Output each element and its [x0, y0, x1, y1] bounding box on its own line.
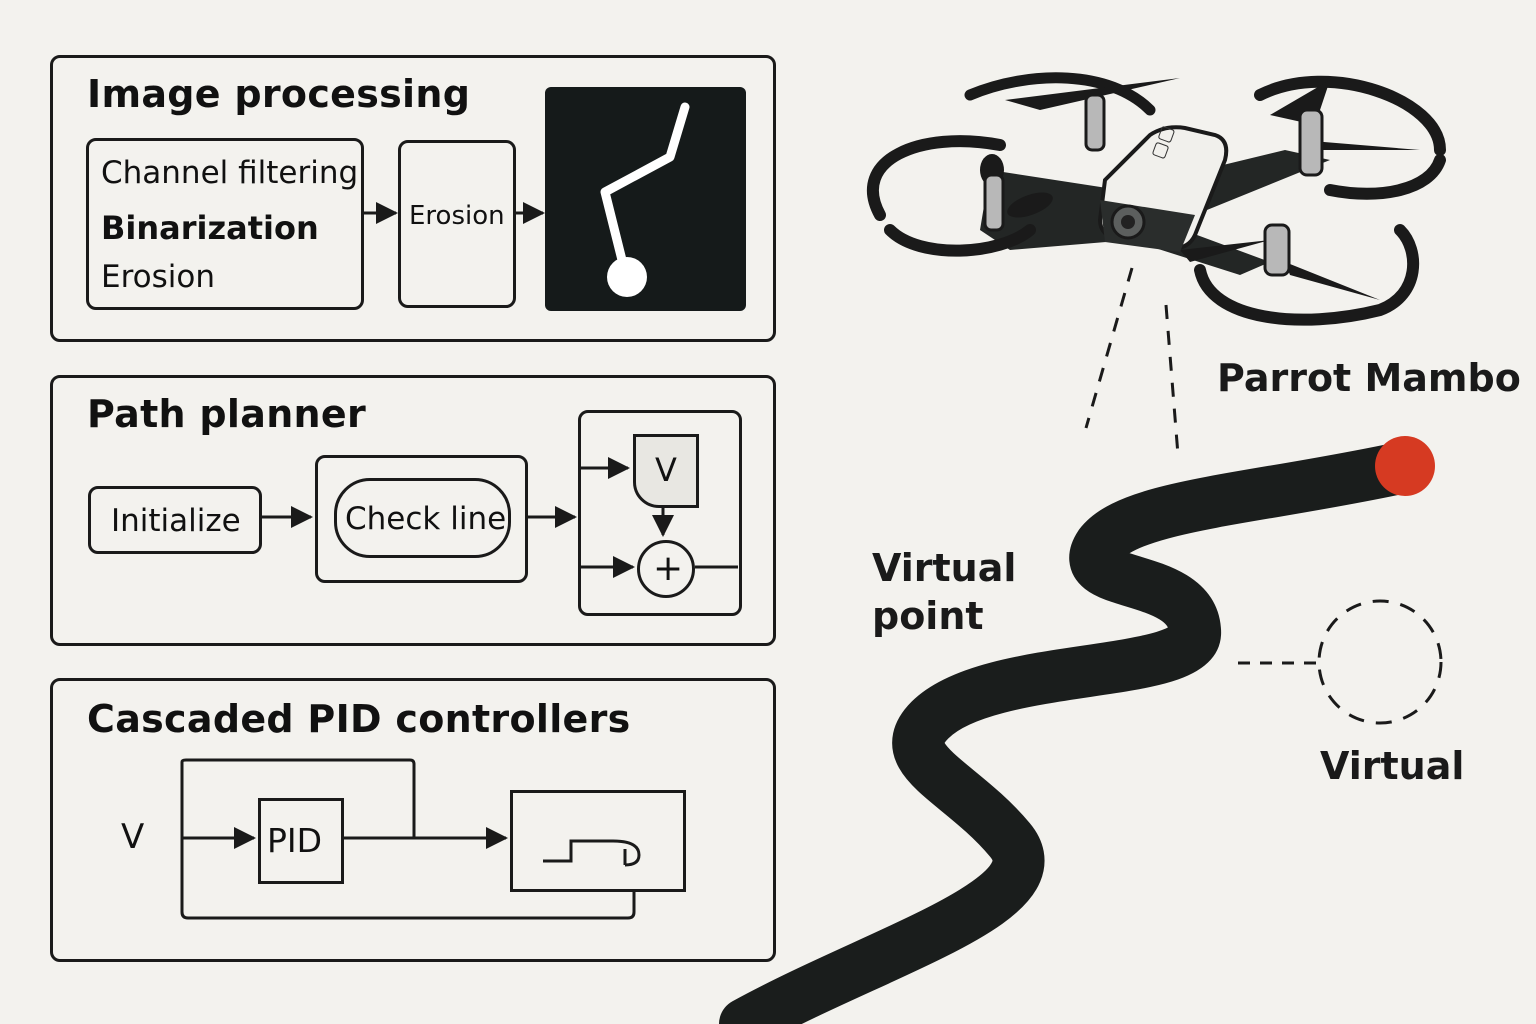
preprocessing-steps-box: Channel filtering Binarization Erosion: [86, 138, 364, 310]
check-line-label: Check line: [345, 501, 507, 537]
step-erosion: Erosion: [101, 259, 215, 295]
drone-illustration: ▢▢: [867, 72, 1446, 326]
virtual-point-label-line1: Virtual: [872, 546, 1017, 590]
image-processing-panel: Image processing Channel filtering Binar…: [50, 55, 776, 342]
pid-block-label: PID: [267, 821, 323, 860]
camera-fov-left: [1084, 267, 1134, 429]
virtual-label: Virtual: [1320, 744, 1465, 788]
v-block: V: [633, 434, 699, 508]
step-response-icon: [543, 839, 641, 867]
erosion-box: Erosion: [398, 140, 516, 308]
camera-fov-right: [1164, 304, 1180, 456]
target-point: [1375, 436, 1435, 496]
step-binarization: Binarization: [101, 209, 319, 247]
check-line-block: Check line: [334, 478, 511, 558]
cascaded-pid-panel: Cascaded PID controllers V PID: [50, 678, 776, 962]
plant-block: [510, 790, 686, 892]
line-track: [719, 442, 1426, 1024]
pid-outer-loop-top: [180, 758, 416, 838]
pid-input-label: V: [121, 817, 145, 857]
drone-label: Parrot Mambo: [1217, 356, 1521, 400]
erosion-box-label: Erosion: [409, 201, 505, 231]
binary-output-image: [545, 87, 746, 311]
check-line-outer-block: Check line: [315, 455, 528, 583]
virtual-point-label-line2: point: [872, 594, 984, 638]
virtual-point-circle: [1317, 599, 1443, 725]
initialize-label: Initialize: [111, 503, 241, 539]
cascaded-pid-title: Cascaded PID controllers: [87, 697, 631, 741]
pid-block: PID: [258, 798, 344, 884]
line-skeleton-graphic: [600, 102, 690, 297]
initialize-block: Initialize: [88, 486, 262, 554]
image-processing-title: Image processing: [87, 72, 471, 116]
v-block-label: V: [655, 451, 677, 489]
path-planner-panel: Path planner Initialize Check line V +: [50, 375, 776, 646]
sum-junction: +: [637, 540, 695, 598]
path-planner-title: Path planner: [87, 392, 367, 436]
step-channel-filtering: Channel filtering: [101, 155, 359, 191]
velocity-module-block: [578, 410, 742, 616]
pid-outer-loop-bottom: [180, 838, 636, 920]
sum-symbol: +: [653, 548, 684, 589]
